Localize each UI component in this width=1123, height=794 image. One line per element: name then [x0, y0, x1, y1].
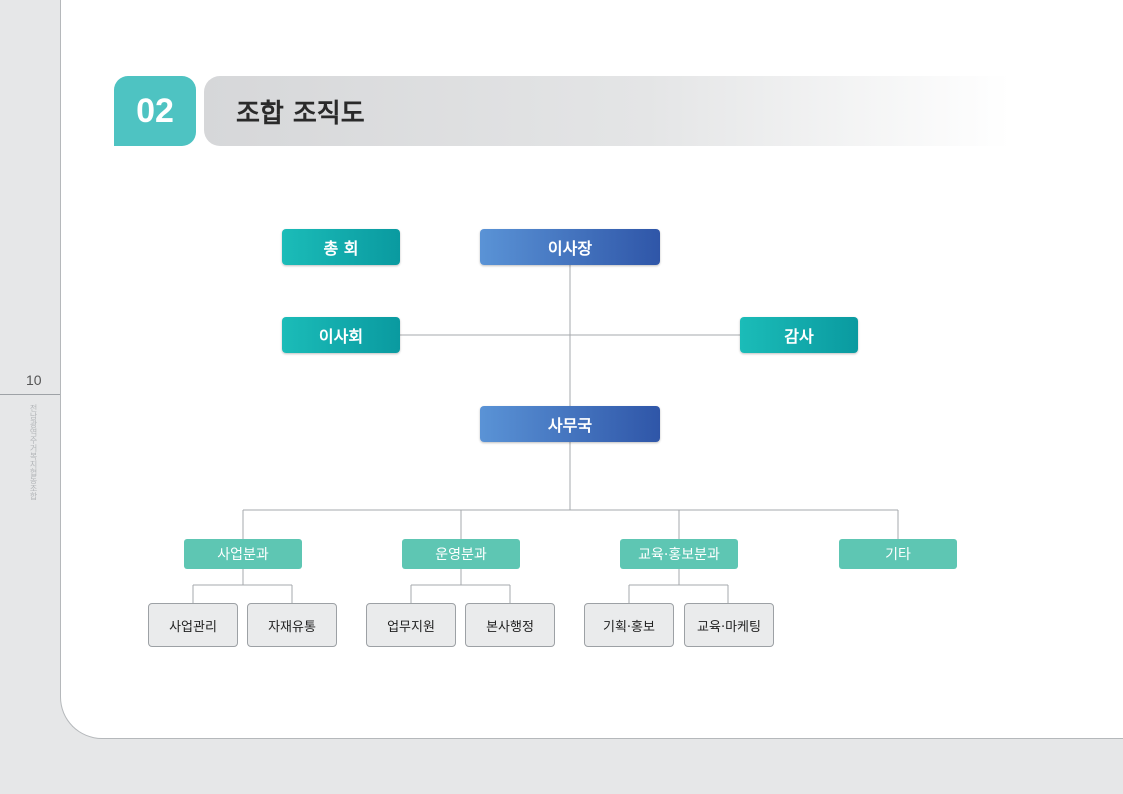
side-organization-name: 전남광역주거복지협동조합 — [29, 404, 38, 500]
page-number-divider — [0, 394, 60, 395]
division-other: 기타 — [839, 539, 957, 569]
chairman-box: 이사장 — [480, 229, 660, 265]
auditor-box: 감사 — [740, 317, 858, 353]
unit-business-management: 사업관리 — [148, 603, 238, 647]
division-operations: 운영분과 — [402, 539, 520, 569]
section-title-bar: 조합 조직도 — [204, 76, 1010, 146]
unit-head-office-admin: 본사행정 — [465, 603, 555, 647]
unit-material-distribution: 자재유통 — [247, 603, 337, 647]
general-assembly-box: 총 회 — [282, 229, 400, 265]
section-title: 조합 조직도 — [236, 98, 365, 129]
section-number-badge: 02 — [114, 76, 196, 146]
division-education-pr: 교육·홍보분과 — [620, 539, 738, 569]
board-box: 이사회 — [282, 317, 400, 353]
unit-education-marketing: 교육·마케팅 — [684, 603, 774, 647]
unit-planning-pr: 기획·홍보 — [584, 603, 674, 647]
secretariat-box: 사무국 — [480, 406, 660, 442]
page-number: 10 — [26, 372, 42, 388]
division-business: 사업분과 — [184, 539, 302, 569]
unit-work-support: 업무지원 — [366, 603, 456, 647]
